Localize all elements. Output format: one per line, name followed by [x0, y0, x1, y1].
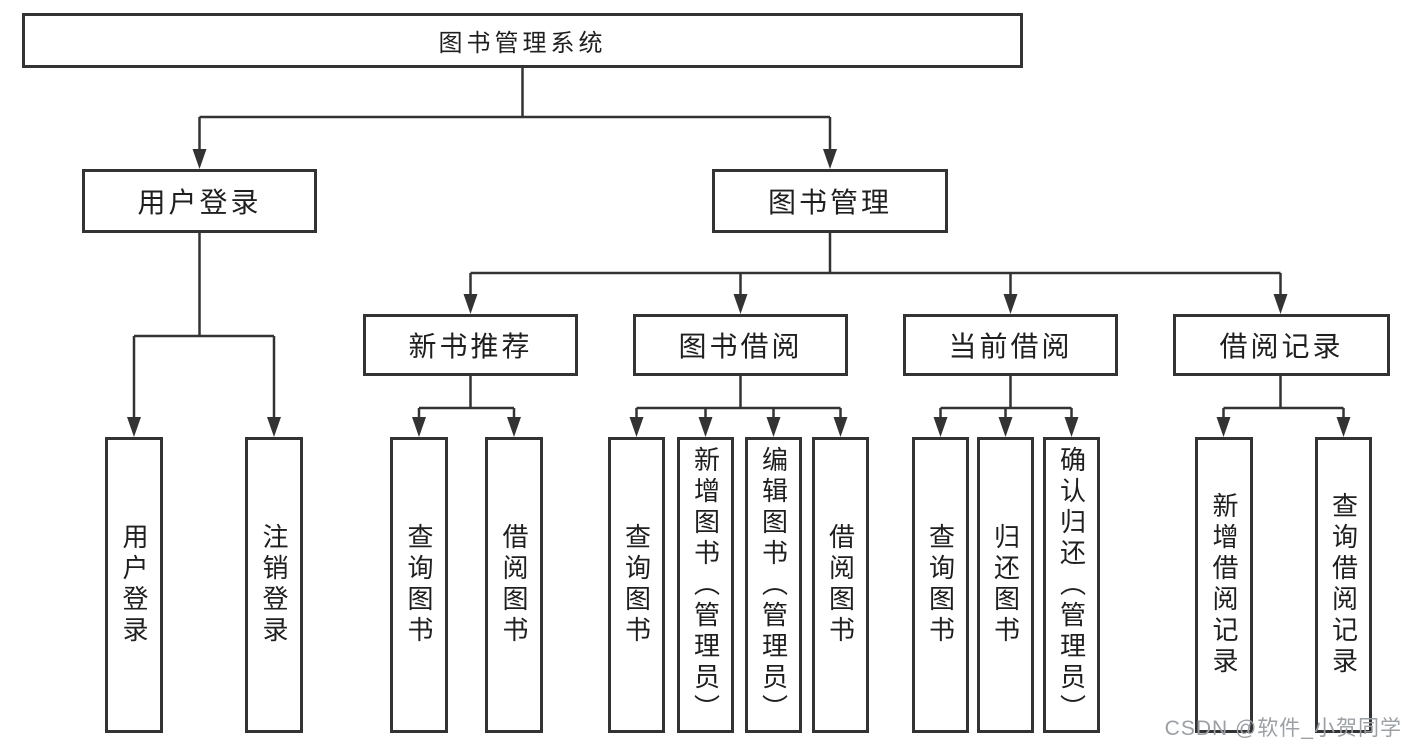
leaf-add-book-admin-label: 新增图书（管理员） — [690, 445, 721, 725]
leaf-return-book-label: 归还图书 — [990, 523, 1021, 647]
node-book-management: 图书管理 — [712, 169, 948, 233]
node-borrowing-records: 借阅记录 — [1173, 314, 1390, 376]
leaf-borrow-books-recommend: 借阅图书 — [485, 437, 543, 733]
leaf-query-borrow-record-label: 查询借阅记录 — [1328, 492, 1359, 678]
leaf-logout: 注销登录 — [245, 437, 303, 733]
node-borrowing-records-label: 借阅记录 — [1219, 331, 1344, 362]
connector-current-borrowing-to-leaves — [939, 376, 1073, 419]
node-user-login: 用户登录 — [82, 169, 317, 233]
watermark-text: CSDN @软件_小贺同学 — [1164, 717, 1402, 740]
node-user-login-label: 用户登录 — [137, 187, 262, 218]
leaf-query-books-borrow: 查询图书 — [608, 437, 665, 733]
arrowheads — [127, 149, 1351, 437]
node-book-management-label: 图书管理 — [767, 187, 892, 218]
leaf-query-books-current: 查询图书 — [912, 437, 969, 733]
leaf-user-login-label: 用户登录 — [119, 523, 149, 647]
leaf-edit-book-admin: 编辑图书（管理员） — [745, 437, 802, 733]
connector-user-login-to-leaves — [132, 233, 276, 419]
connector-new-book-recommendation-to-leaves — [417, 376, 516, 419]
connector-book-borrowing-to-leaves — [635, 376, 842, 419]
leaf-query-books-borrow-label: 查询图书 — [621, 523, 652, 647]
leaf-logout-label: 注销登录 — [259, 523, 289, 647]
leaf-confirm-return-admin-label: 确认归还（管理员） — [1056, 445, 1087, 725]
leaf-confirm-return-admin: 确认归还（管理员） — [1043, 437, 1100, 733]
leaf-borrow-books-recommend-label: 借阅图书 — [499, 523, 529, 647]
connector-borrowing-records-to-leaves — [1222, 376, 1345, 419]
node-new-book-recommendation-label: 新书推荐 — [408, 331, 533, 362]
leaf-borrow-books: 借阅图书 — [812, 437, 869, 733]
leaf-add-book-admin: 新增图书（管理员） — [677, 437, 734, 733]
leaf-query-books-current-label: 查询图书 — [925, 523, 956, 647]
leaf-return-book: 归还图书 — [977, 437, 1034, 733]
leaf-query-borrow-record: 查询借阅记录 — [1315, 437, 1372, 733]
connector-root-to-level2 — [198, 68, 832, 151]
node-book-borrowing: 图书借阅 — [633, 314, 848, 376]
leaf-add-borrow-record-label: 新增借阅记录 — [1209, 492, 1239, 678]
connector-book-management-to-level3 — [469, 233, 1282, 296]
node-library-management-system-label: 图书管理系统 — [438, 30, 607, 57]
leaf-query-books-recommend: 查询图书 — [390, 437, 448, 733]
node-library-management-system: 图书管理系统 — [22, 13, 1023, 68]
leaf-borrow-books-label: 借阅图书 — [825, 523, 856, 647]
node-book-borrowing-label: 图书借阅 — [678, 331, 803, 362]
leaf-query-books-recommend-label: 查询图书 — [404, 523, 434, 647]
leaf-user-login: 用户登录 — [105, 437, 163, 733]
node-current-borrowing-label: 当前借阅 — [948, 331, 1073, 362]
leaf-edit-book-admin-label: 编辑图书（管理员） — [758, 445, 789, 725]
node-new-book-recommendation: 新书推荐 — [363, 314, 578, 376]
leaf-add-borrow-record: 新增借阅记录 — [1195, 437, 1253, 733]
node-current-borrowing: 当前借阅 — [903, 314, 1118, 376]
